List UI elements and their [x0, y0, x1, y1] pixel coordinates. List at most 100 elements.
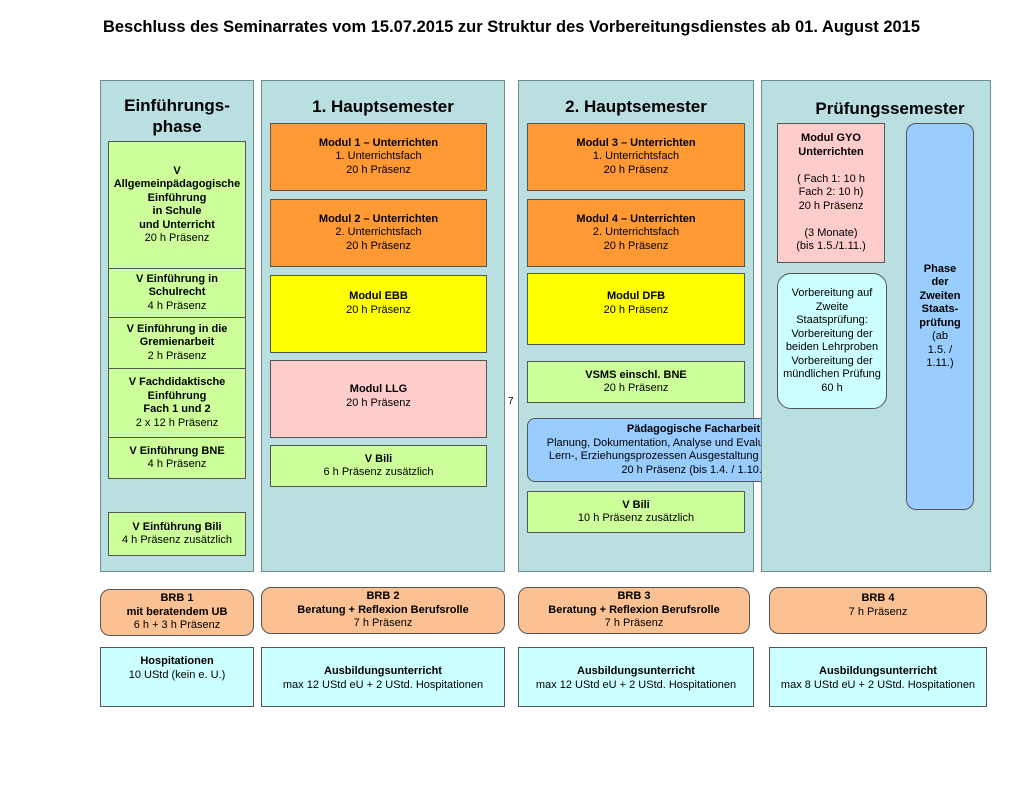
page-title: Beschluss des Seminarrates vom 15.07.201…: [102, 18, 921, 36]
column-heading: Prüfungssemester: [815, 99, 965, 118]
box-text-line: 4 h Präsenz: [147, 458, 207, 470]
box-text-line: V Bili: [364, 452, 393, 465]
box-text-line: 20 h Präsenz: [798, 199, 864, 212]
box-allgemeinpaedagogische-einfuehrung: V Allgemeinpädagogische Einführung in Sc…: [108, 141, 246, 269]
box-text-line: mit beratendem UB: [126, 605, 228, 618]
box-modul-1: Modul 1 – Unterrichten 1. Unterrichtsfac…: [270, 123, 487, 191]
box-text-line: Modul 2 – Unterrichten: [318, 212, 439, 225]
box-text-line: mündlichen Prüfung: [783, 368, 881, 380]
box-v-bili-sem1: V Bili 6 h Präsenz zusätzlich: [270, 445, 487, 487]
box-vsms-bne: VSMS einschl. BNE 20 h Präsenz: [527, 361, 745, 403]
box-text-line: 20 h Präsenz: [346, 303, 411, 316]
box-text-line: Modul DFB: [606, 290, 666, 302]
box-text-line: 60 h: [821, 381, 843, 394]
box-text-line: 20 h Präsenz: [144, 232, 210, 244]
box-text-line: 20 h Präsenz: [603, 239, 669, 252]
box-ausbildungsunterricht-2: Ausbildungsunterricht max 12 UStd eU + 2…: [518, 647, 754, 707]
box-text-line: Modul EBB: [349, 290, 408, 302]
box-v-bili-sem2: V Bili 10 h Präsenz zusätzlich: [527, 491, 745, 533]
box-text-line: 20 h Präsenz: [603, 382, 669, 394]
box-text-line: 20 h Präsenz: [603, 303, 669, 316]
box-text-line: Ausbildungsunterricht: [324, 665, 442, 677]
box-text-line: 2 x 12 h Präsenz: [135, 416, 219, 429]
box-text-line: 7 h Präsenz: [353, 617, 413, 630]
box-text-line: Staats-: [921, 303, 959, 315]
box-text-line: BRB 3: [617, 590, 651, 603]
box-text-line: 20 h Präsenz: [346, 396, 411, 409]
box-text-line: max 12 UStd eU + 2 UStd. Hospitationen: [535, 678, 737, 691]
box-text-line: der: [931, 276, 949, 288]
box-text-line: Zweite: [815, 300, 849, 313]
box-text-line: Fach 1 und 2: [143, 403, 211, 415]
box-text-line: max 12 UStd eU + 2 UStd. Hospitationen: [282, 678, 484, 691]
box-text-line: 2. Unterrichtsfach: [592, 226, 680, 239]
box-text-line: 7 h Präsenz: [604, 617, 664, 630]
box-text-line: V Bili: [622, 498, 650, 511]
box-text-line: beiden Lehrproben: [785, 341, 879, 353]
box-brb-3: BRB 3 Beratung + Reflexion Berufsrolle 7…: [518, 587, 750, 634]
box-text-line: (bis 1.5./1.11.): [796, 240, 866, 253]
box-text-line: BRB 1: [160, 592, 194, 605]
box-text-line: (ab: [932, 330, 948, 342]
box-brb-4: BRB 4 7 h Präsenz: [769, 587, 987, 634]
box-text-line: in Schule: [152, 205, 202, 217]
box-fachdidaktische-einfuehrung: V Fachdidaktische Einführung Fach 1 und …: [108, 368, 246, 438]
box-text-line: V Einführung BNE: [129, 444, 225, 457]
box-text-line: 1. Unterrichtsfach: [592, 150, 680, 163]
box-einfuehrung-bne: V Einführung BNE 4 h Präsenz: [108, 437, 246, 479]
box-text-line: Gremienarbeit: [139, 336, 215, 349]
box-text-line: Ausbildungsunterricht: [819, 665, 937, 677]
box-brb-2: BRB 2 Beratung + Reflexion Berufsrolle 7…: [261, 587, 505, 634]
box-text-line: 6 h + 3 h Präsenz: [133, 619, 221, 632]
box-text-line: V Einführung Bili: [132, 520, 222, 533]
box-text-line: Modul 4 – Unterrichten: [576, 212, 696, 225]
box-text-line: BRB 2: [366, 590, 400, 603]
page-number: 7: [508, 396, 514, 407]
box-text-line: 1.11.): [926, 357, 954, 369]
box-text-line: Zweiten: [919, 289, 961, 302]
box-text-line: ( Fach 1: 10 h: [797, 172, 865, 185]
box-text-line: V Einführung in: [136, 272, 218, 285]
box-brb-1: BRB 1 mit beratendem UB 6 h + 3 h Präsen…: [100, 589, 254, 636]
box-ausbildungsunterricht-3: Ausbildungsunterricht max 8 UStd eU + 2 …: [769, 647, 987, 707]
column-heading: 1. Hauptsemester: [312, 97, 454, 116]
box-text-line: Modul 1 – Unterrichten: [318, 136, 439, 149]
box-text-line: 20 h Präsenz: [346, 239, 411, 252]
box-einfuehrung-bili: V Einführung Bili 4 h Präsenz zusätzlich: [108, 512, 246, 556]
box-text-line: 6 h Präsenz zusätzlich: [323, 466, 434, 478]
box-text-line: 1. Unterrichtsfach: [335, 150, 422, 163]
box-text-line: 4 h Präsenz: [147, 299, 207, 312]
box-text-line: Einführung: [147, 191, 207, 204]
box-text-line: Hospitationen: [140, 655, 214, 667]
box-text-line: 1.5. /: [927, 343, 953, 356]
box-text-line: 7 h Präsenz: [848, 605, 908, 618]
box-text-line: Vorbereitung der: [791, 354, 873, 367]
box-vorbereitung-staatspruefung: Vorbereitung auf Zweite Staatsprüfung: V…: [777, 273, 887, 409]
box-text-line: 20 h Präsenz: [346, 163, 411, 176]
box-text-line: Allgemeinpädagogische: [113, 178, 241, 190]
box-modul-gyo: Modul GYO Unterrichten ( Fach 1: 10 h Fa…: [777, 123, 885, 263]
box-modul-dfb: Modul DFB 20 h Präsenz: [527, 273, 745, 345]
box-text-line: Schulrecht: [148, 286, 206, 299]
box-text-line: 20 h Präsenz (bis 1.4. / 1.10.): [621, 463, 766, 476]
box-text-line: Beratung + Reflexion Berufsrolle: [297, 603, 469, 616]
box-text-line: Modul 3 – Unterrichten: [576, 136, 696, 149]
box-text-line: Einführung: [147, 389, 207, 402]
box-text-line: VSMS einschl. BNE: [585, 368, 687, 381]
box-text-line: Ausbildungsunterricht: [577, 665, 695, 677]
box-text-line: Vorbereitung auf: [791, 287, 873, 299]
box-text-line: Fach 2: 10 h): [798, 186, 864, 199]
box-text-line: 4 h Präsenz zusätzlich: [121, 534, 233, 546]
box-text-line: Staatsprüfung:: [796, 314, 868, 326]
column-heading: Einführungs- phase: [124, 96, 230, 136]
box-text-line: Pädagogische Facharbeit: [626, 423, 761, 435]
box-text-line: prüfung: [919, 316, 961, 329]
box-text-line: Unterrichten: [798, 145, 864, 158]
box-modul-2: Modul 2 – Unterrichten 2. Unterrichtsfac…: [270, 199, 487, 267]
box-text-line: Phase: [923, 262, 957, 275]
box-text-line: BRB 4: [861, 592, 895, 604]
box-text-line: 2 h Präsenz: [147, 349, 207, 362]
box-text-line: Vorbereitung der: [791, 327, 873, 340]
box-text-line: 10 UStd (kein e. U.): [128, 668, 226, 681]
box-phase-zweite-staatspruefung: Phase der Zweiten Staats- prüfung (ab 1.…: [906, 123, 974, 510]
